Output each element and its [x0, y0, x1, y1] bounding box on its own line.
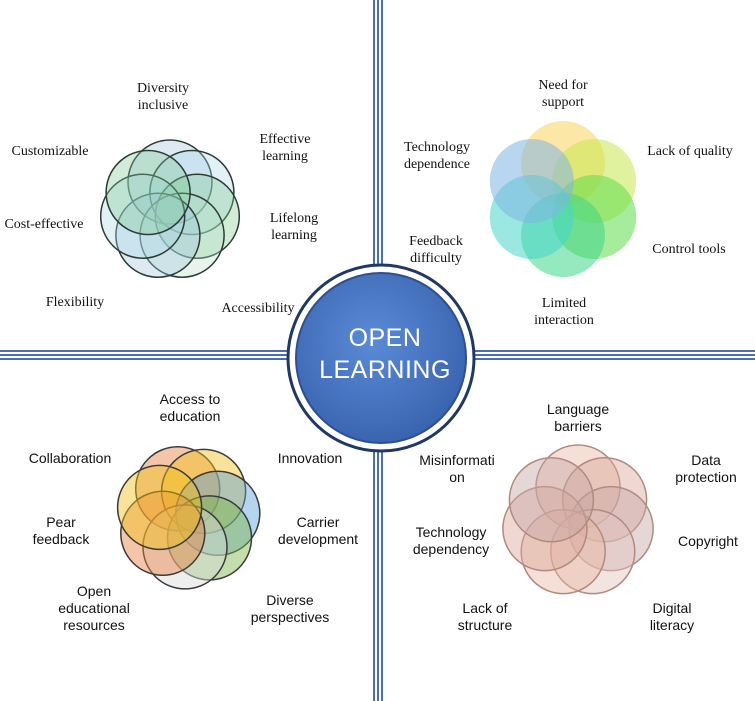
tl-petal-5	[115, 192, 201, 278]
br-label-copyright: Copyright	[668, 533, 748, 550]
tl-label-diversity-line2: inclusive	[137, 98, 189, 113]
bl-label-pear-line1: Pear	[46, 514, 76, 530]
br-petal-7	[508, 457, 595, 543]
tl-label-customizable-line1: Customizable	[11, 144, 89, 159]
tr-label-limited-line2: interaction	[534, 313, 594, 328]
br-label-misinfo-line1: Misinformati	[419, 452, 495, 468]
bl-label-oer-line3: resources	[63, 617, 125, 633]
bl-label-innovation: Innovation	[270, 450, 350, 467]
br-label-techdep-line1: Technology	[415, 524, 487, 540]
br-label-language-barriers: Language barriers	[538, 401, 618, 435]
bl-label-pear-feedback: Pear feedback	[28, 514, 94, 548]
bl-label-access-line1: Access to	[159, 391, 221, 407]
br-label-data-protection: Data protection	[664, 452, 748, 486]
tl-label-cost-effective-line1: Cost-effective	[4, 217, 84, 232]
tl-petal-6	[99, 173, 186, 259]
br-label-techdep-line2: dependency	[412, 541, 490, 557]
br-label-language-line2: barriers	[554, 418, 602, 434]
br-label-language-line1: Language	[546, 401, 610, 417]
bl-label-oer-line2: educational	[58, 600, 130, 616]
br-label-structure-line1: Lack of	[462, 600, 508, 616]
br-label-technology-dependency: Technology dependency	[406, 524, 496, 558]
tl-petal-7	[105, 149, 191, 236]
tr-label-control-tools: Control tools	[643, 241, 735, 258]
tl-label-flexibility: Flexibility	[40, 294, 110, 311]
br-petal-3	[568, 485, 654, 572]
tl-petal-2	[149, 149, 235, 236]
tr-label-feedback-line1: Feedback	[409, 234, 463, 249]
tr-label-feedback-line2: difficulty	[410, 251, 462, 266]
br-petal-6	[502, 485, 588, 572]
bl-label-carrier-line2: development	[277, 531, 359, 547]
br-label-data-line2: protection	[675, 469, 737, 485]
bl-label-oer-line1: Open	[76, 583, 112, 599]
center-title-line2: LEARNING	[319, 356, 451, 384]
bl-label-collaboration: Collaboration	[22, 450, 118, 467]
tl-label-customizable: Customizable	[10, 143, 90, 160]
tl-label-diversity: Diversity inclusive	[128, 80, 198, 114]
br-label-misinfo-line2: on	[449, 469, 465, 485]
bl-label-collab-line1: Collaboration	[28, 450, 112, 466]
center-title: OPEN LEARNING	[300, 322, 470, 386]
tr-label-control-line1: Control tools	[652, 242, 726, 257]
tr-label-quality-line1: Lack of quality	[647, 144, 733, 159]
tr-label-techdep-line2: dependence	[403, 157, 471, 172]
bl-petal-7	[116, 464, 203, 551]
tl-label-lifelong-learning: Lifelong learning	[259, 210, 329, 244]
tl-label-accessibility: Accessibility	[216, 300, 300, 317]
br-label-digital-line1: Digital	[652, 600, 692, 616]
tl-label-diversity-line1: Diversity	[136, 81, 190, 96]
bl-label-pear-line2: feedback	[32, 531, 90, 547]
bl-label-carrier-line1: Carrier	[296, 514, 340, 530]
br-label-copyright-line1: Copyright	[678, 533, 738, 549]
tl-label-lifelong-line2: learning	[271, 228, 317, 243]
tr-label-limited-interaction: Limited interaction	[524, 295, 604, 329]
tl-label-cost-effective: Cost-effective	[4, 216, 84, 233]
tl-label-flexibility-line1: Flexibility	[45, 295, 105, 310]
bl-label-diverse-perspectives: Diverse perspectives	[242, 592, 338, 626]
top-left-petal-cluster	[99, 139, 241, 278]
tr-label-technology-dependence: Technology dependence	[394, 139, 480, 173]
tr-label-limited-line1: Limited	[541, 296, 587, 311]
bl-label-access-to-education: Access to education	[150, 391, 230, 425]
tl-label-effective-line2: learning	[262, 149, 308, 164]
tl-petal-3	[154, 173, 241, 259]
bl-label-access-line2: education	[159, 408, 221, 424]
br-label-data-line1: Data	[691, 452, 721, 468]
tl-petal-4	[139, 192, 225, 278]
bl-petal-1	[134, 446, 221, 532]
br-label-lack-of-structure: Lack of structure	[446, 600, 524, 634]
bl-petal-4	[166, 495, 253, 581]
bl-label-innovation-line1: Innovation	[277, 450, 343, 466]
tl-petal-1	[127, 139, 213, 225]
tr-label-feedback-difficulty: Feedback difficulty	[398, 233, 474, 267]
br-petal-5	[520, 508, 606, 595]
br-label-digital-literacy: Digital literacy	[638, 600, 706, 634]
bottom-left-petal-cluster	[116, 446, 261, 590]
tr-petal-6	[489, 139, 574, 223]
bottom-right-petal-cluster	[502, 444, 654, 595]
tr-label-need-for-support: Need for support	[523, 77, 603, 111]
tl-label-effective-line1: Effective	[259, 132, 311, 147]
br-label-misinformation: Misinformati on	[410, 452, 504, 486]
tl-label-lifelong-line1: Lifelong	[269, 211, 319, 226]
tl-label-accessibility-line1: Accessibility	[221, 301, 295, 316]
center-title-line1: OPEN	[348, 324, 422, 352]
tl-label-effective-learning: Effective learning	[250, 131, 320, 165]
tr-label-techdep-line1: Technology	[404, 140, 470, 155]
top-right-petal-cluster	[489, 121, 637, 277]
bl-label-carrier-development: Carrier development	[274, 514, 362, 548]
tr-label-lack-of-quality: Lack of quality	[640, 143, 740, 160]
bl-label-open-educational-resources: Open educational resources	[52, 583, 136, 634]
center-hub	[286, 263, 476, 453]
br-label-structure-line2: structure	[457, 617, 513, 633]
tr-label-need-line1: Need for	[538, 78, 588, 93]
tr-label-need-line2: support	[542, 95, 584, 110]
bl-label-diverse-line2: perspectives	[250, 609, 330, 625]
bl-petal-6	[120, 490, 206, 577]
br-label-digital-line2: literacy	[649, 617, 695, 633]
bl-label-diverse-line1: Diverse	[266, 592, 314, 608]
bl-petal-5	[142, 504, 228, 590]
